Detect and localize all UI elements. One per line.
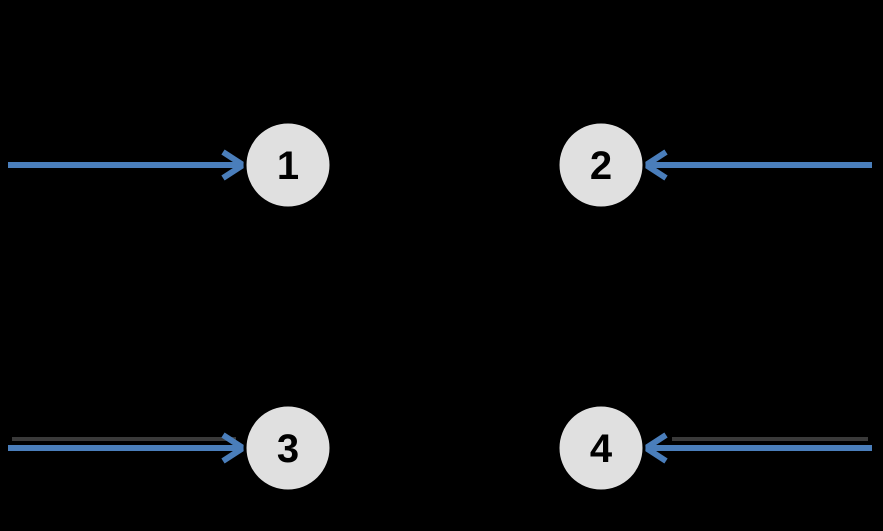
node-circle-4[interactable]: [556, 403, 646, 493]
node-1[interactable]: 1: [243, 120, 333, 210]
arrowhead-3: [221, 432, 249, 464]
node-circle-1[interactable]: [243, 120, 333, 210]
node-label-3: 3: [277, 427, 299, 471]
nodes-layer: 1 2 3 4: [243, 120, 646, 493]
node-label-4: 4: [590, 427, 613, 471]
node-circle-3[interactable]: [243, 403, 333, 493]
edge-into-node-2: [640, 149, 872, 181]
node-label-2: 2: [590, 144, 612, 188]
arrowhead-1: [221, 149, 249, 181]
edge-into-node-3: [8, 432, 249, 464]
edge-into-node-4: [640, 432, 872, 464]
edges-layer: [8, 149, 872, 464]
arrowhead-4: [640, 432, 668, 464]
node-4[interactable]: 4: [556, 403, 646, 493]
node-circle-2[interactable]: [556, 120, 646, 210]
node-label-1: 1: [277, 144, 299, 188]
edge-into-node-1: [8, 149, 249, 181]
node-3[interactable]: 3: [243, 403, 333, 493]
arrowhead-2: [640, 149, 668, 181]
node-2[interactable]: 2: [556, 120, 646, 210]
